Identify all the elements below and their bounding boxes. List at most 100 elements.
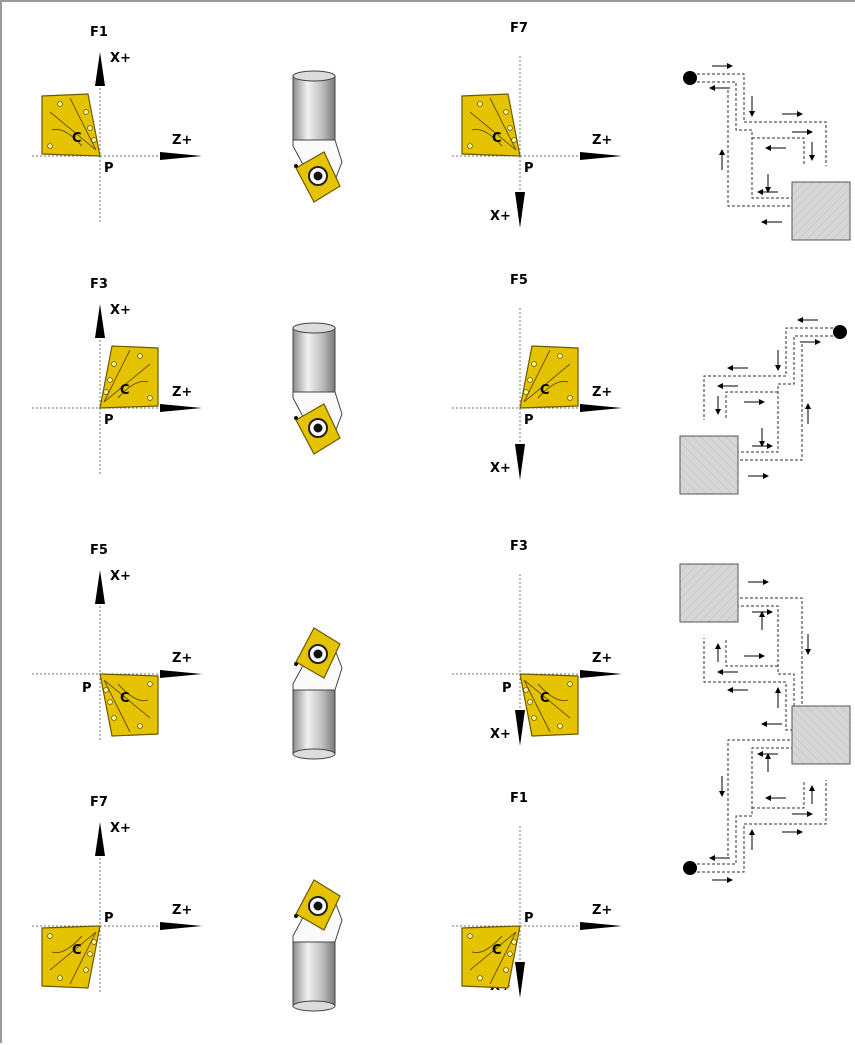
cutting-insert-icon bbox=[519, 673, 579, 737]
cutting-insert-icon bbox=[99, 345, 159, 409]
toolpath-outer bbox=[692, 780, 827, 873]
z-axis-arrow-icon bbox=[160, 152, 202, 160]
function-code-label: F5 bbox=[510, 273, 528, 288]
toolpath-outer bbox=[692, 73, 827, 166]
x-axis-arrow-icon bbox=[515, 710, 525, 746]
cutting-tip-dot bbox=[294, 416, 298, 420]
point-p-label: P bbox=[104, 911, 114, 926]
cutting-tip-dot bbox=[294, 662, 298, 666]
tool-holder-icon bbox=[292, 627, 343, 760]
insert-group bbox=[461, 93, 521, 157]
center-c-label: C bbox=[540, 691, 550, 706]
x-axis-arrow-icon bbox=[95, 570, 105, 604]
z-axis-arrow-icon bbox=[160, 670, 202, 678]
toolpath-mid bbox=[725, 391, 778, 420]
z-axis-label: Z+ bbox=[592, 903, 612, 918]
start-point-dot-icon bbox=[683, 71, 697, 85]
toolpath-inner bbox=[692, 747, 792, 865]
x-axis-label: X+ bbox=[110, 821, 131, 836]
insert-screw-core bbox=[313, 171, 323, 181]
point-p-label: P bbox=[502, 681, 512, 696]
z-axis-arrow-icon bbox=[580, 670, 622, 678]
z-axis-label: Z+ bbox=[592, 133, 612, 148]
center-c-label: C bbox=[72, 131, 82, 146]
center-c-label: C bbox=[492, 943, 502, 958]
function-code-label: F3 bbox=[90, 277, 108, 292]
insert-group bbox=[99, 673, 159, 737]
insert-screw-core bbox=[313, 423, 323, 433]
function-code-label: F7 bbox=[90, 795, 108, 810]
tool-shank bbox=[292, 327, 336, 393]
insert-group bbox=[99, 345, 159, 409]
point-p-label: P bbox=[104, 161, 114, 176]
toolpath-icon bbox=[683, 63, 851, 241]
z-axis-arrow-icon bbox=[160, 922, 202, 930]
x-axis-label: X+ bbox=[110, 303, 131, 318]
toolpath-mid bbox=[752, 780, 805, 809]
x-axis-arrow-icon bbox=[95, 822, 105, 856]
cutting-insert-icon bbox=[461, 925, 521, 989]
cutting-insert-icon bbox=[519, 345, 579, 409]
insert-group bbox=[519, 673, 579, 737]
z-axis-label: Z+ bbox=[592, 385, 612, 400]
toolpath-return bbox=[727, 90, 792, 207]
tool-shank-top bbox=[292, 322, 336, 334]
insert-group bbox=[41, 93, 101, 157]
point-p-label: P bbox=[524, 911, 534, 926]
center-c-label: C bbox=[492, 131, 502, 146]
tool-shank bbox=[292, 75, 336, 141]
workpiece-block-icon bbox=[679, 563, 739, 623]
workpiece-block-icon bbox=[791, 181, 851, 241]
center-c-label: C bbox=[120, 383, 130, 398]
x-axis-arrow-icon bbox=[515, 962, 525, 998]
z-axis-label: Z+ bbox=[172, 385, 192, 400]
x-axis-arrow-icon bbox=[95, 52, 105, 86]
z-axis-label: Z+ bbox=[172, 651, 192, 666]
z-axis-label: Z+ bbox=[172, 133, 192, 148]
toolpath-icon bbox=[679, 317, 847, 495]
tool-shank-top bbox=[292, 70, 336, 82]
tool-shank bbox=[292, 941, 336, 1007]
toolpath-mid bbox=[725, 638, 778, 667]
z-axis-arrow-icon bbox=[580, 922, 622, 930]
insert-group bbox=[461, 925, 521, 989]
point-p-label: P bbox=[104, 413, 114, 428]
toolpath-return bbox=[738, 597, 803, 714]
x-axis-label: X+ bbox=[490, 209, 511, 224]
tool-holder-icon bbox=[292, 70, 343, 203]
insert-screw-core bbox=[313, 901, 323, 911]
z-axis-arrow-icon bbox=[580, 152, 622, 160]
x-axis-label: X+ bbox=[490, 727, 511, 742]
center-c-label: C bbox=[72, 943, 82, 958]
tool-shank-top bbox=[292, 1000, 336, 1012]
x-axis-label: X+ bbox=[110, 51, 131, 66]
workpiece-block-icon bbox=[791, 705, 851, 765]
cutting-insert-icon bbox=[41, 93, 101, 157]
x-axis-label: X+ bbox=[490, 461, 511, 476]
toolpath-outer bbox=[703, 638, 838, 731]
cutting-tip-dot bbox=[294, 164, 298, 168]
toolpath-mid bbox=[752, 137, 805, 166]
cutting-insert-icon bbox=[41, 925, 101, 989]
insert-group bbox=[41, 925, 101, 989]
toolpath-return bbox=[738, 344, 803, 461]
center-c-label: C bbox=[540, 383, 550, 398]
tool-holder-icon bbox=[292, 322, 343, 455]
insert-group bbox=[519, 345, 579, 409]
point-p-label: P bbox=[524, 413, 534, 428]
x-axis-label: X+ bbox=[110, 569, 131, 584]
workpiece-block-icon bbox=[679, 435, 739, 495]
x-axis-arrow-icon bbox=[515, 444, 525, 480]
toolpath-inner bbox=[738, 605, 838, 723]
z-axis-arrow-icon bbox=[580, 404, 622, 412]
toolpath-icon bbox=[679, 563, 847, 741]
start-point-dot-icon bbox=[683, 861, 697, 875]
insert-screw-core bbox=[313, 649, 323, 659]
